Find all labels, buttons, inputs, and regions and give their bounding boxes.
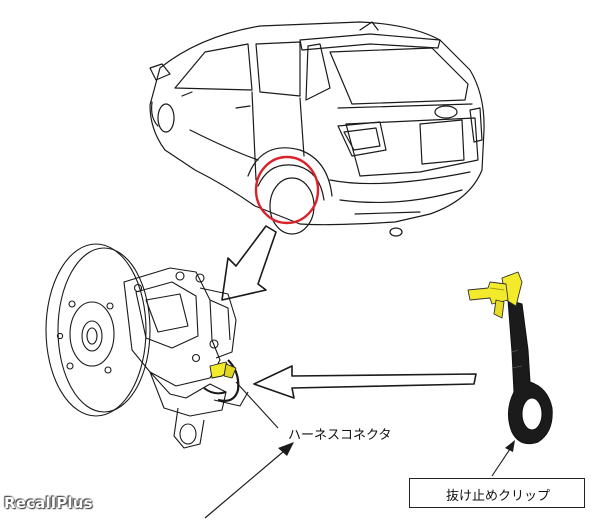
- arrow-up-icon: [204, 442, 294, 519]
- car-outline-icon: [149, 21, 485, 237]
- clip-leader-arrow-icon: [491, 440, 515, 477]
- retaining-clip-icon: [467, 271, 553, 445]
- retaining-clip-label: 抜け止めクリップ: [445, 489, 550, 504]
- arrow-to-connector-icon: [253, 365, 477, 399]
- brake-disc-icon: [45, 243, 249, 449]
- recallplus-watermark: RecallPlus: [4, 494, 93, 512]
- connector-leader-line: [235, 381, 279, 429]
- arrow-to-brake-icon: [221, 225, 277, 301]
- highlight-circle-icon: [254, 155, 320, 225]
- harness-clip-icon: [209, 361, 237, 379]
- retaining-clip-callout: 抜け止めクリップ: [409, 478, 585, 508]
- harness-connector-label: ハーネスコネクタ: [288, 428, 392, 443]
